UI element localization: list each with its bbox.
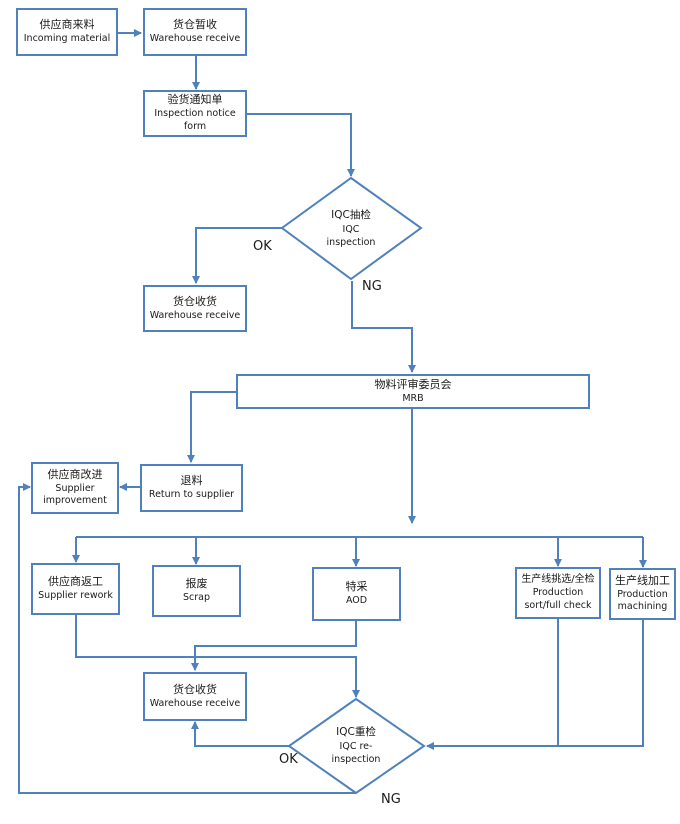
node-scrap: 报废 Scrap bbox=[152, 565, 241, 617]
node-en: Warehouse receive bbox=[149, 697, 241, 709]
node-en-2: machining bbox=[617, 601, 668, 613]
node-cn: 货仓收货 bbox=[173, 682, 217, 696]
node-en: Return to supplier bbox=[148, 489, 235, 501]
edge-aod-to-warehouse bbox=[191, 620, 357, 671]
iqc-decision-shape bbox=[280, 176, 423, 281]
node-cn: 生产线挑选/全检 bbox=[521, 574, 595, 586]
node-en: AOD bbox=[345, 595, 368, 607]
node-cn: IQC抽检 bbox=[331, 209, 371, 222]
node-inspection-notice-form: 验货通知单 Inspection notice form bbox=[143, 90, 247, 137]
node-incoming-material: 供应商来料 Incoming material bbox=[16, 8, 118, 56]
node-en-1: Production bbox=[617, 588, 668, 600]
reinspect-ng-label: NG bbox=[381, 792, 401, 807]
node-en: Incoming material bbox=[23, 33, 111, 45]
reinspect-ok-label: OK bbox=[279, 752, 298, 767]
edge-reinspect-ok bbox=[191, 721, 289, 747]
node-cn: 验货通知单 bbox=[167, 93, 223, 107]
edge-iqc-ok bbox=[192, 227, 282, 284]
node-warehouse-receive-ok: 货仓收货 Warehouse receive bbox=[143, 285, 247, 332]
edge-rework-to-reinspect bbox=[75, 614, 360, 698]
node-iqc-inspection: IQC抽检 IQC inspection bbox=[311, 204, 391, 254]
node-en-2: sort/full check bbox=[524, 599, 592, 611]
node-cn: 退料 bbox=[180, 474, 203, 488]
node-en-1: IQC re- bbox=[339, 741, 373, 753]
edge-prod-to-reinspect bbox=[427, 618, 644, 746]
node-en-2: inspection bbox=[331, 754, 381, 766]
iqc-ng-label: NG bbox=[362, 279, 382, 294]
node-cn: 报废 bbox=[185, 577, 208, 591]
node-cn: 供应商返工 bbox=[48, 575, 103, 589]
node-cn: 供应商来料 bbox=[39, 18, 95, 32]
node-iqc-reinspection: IQC重检 IQC re- inspection bbox=[318, 722, 394, 770]
node-mrb: 物料评审委员会 MRB bbox=[236, 374, 590, 409]
node-en-2: inspection bbox=[326, 237, 376, 249]
node-cn: 特采 bbox=[345, 580, 368, 594]
node-cn: 货仓暂收 bbox=[173, 18, 217, 32]
node-en-1: Supplier bbox=[55, 482, 95, 494]
node-en-2: improvement bbox=[43, 495, 107, 507]
node-en: Warehouse receive bbox=[149, 309, 241, 321]
node-en-1: Production bbox=[532, 586, 584, 598]
node-cn: 货仓收货 bbox=[173, 294, 217, 308]
node-cn: IQC重检 bbox=[336, 726, 376, 739]
node-warehouse-receive-final: 货仓收货 Warehouse receive bbox=[143, 672, 247, 721]
node-cn: 物料评审委员会 bbox=[374, 377, 452, 391]
node-en-1: IQC bbox=[342, 224, 360, 236]
node-en: Inspection notice form bbox=[154, 108, 236, 132]
node-production-sort: 生产线挑选/全检 Production sort/full check bbox=[515, 567, 601, 619]
node-supplier-improvement: 供应商改进 Supplier improvement bbox=[31, 462, 119, 514]
node-en: Warehouse receive bbox=[149, 33, 241, 45]
iqc-ok-label: OK bbox=[253, 239, 272, 254]
edge-iqc-ng bbox=[351, 281, 416, 373]
node-en: MRB bbox=[402, 392, 424, 404]
edge-notice-to-iqc bbox=[247, 113, 355, 177]
node-en: Scrap bbox=[182, 592, 210, 604]
node-en: Supplier rework bbox=[38, 590, 113, 602]
reinspect-decision-shape bbox=[287, 697, 426, 795]
node-cn: 生产线加工 bbox=[615, 573, 670, 587]
edge-mrb-to-return bbox=[187, 391, 236, 463]
node-warehouse-temp-receive: 货仓暂收 Warehouse receive bbox=[143, 8, 247, 56]
edge-reinspect-ng bbox=[18, 483, 356, 794]
node-return-to-supplier: 退料 Return to supplier bbox=[140, 464, 243, 512]
node-aod: 特采 AOD bbox=[312, 567, 401, 621]
node-supplier-rework: 供应商返工 Supplier rework bbox=[31, 563, 120, 615]
node-production-machining: 生产线加工 Production machining bbox=[609, 568, 676, 620]
node-cn: 供应商改进 bbox=[47, 467, 103, 481]
